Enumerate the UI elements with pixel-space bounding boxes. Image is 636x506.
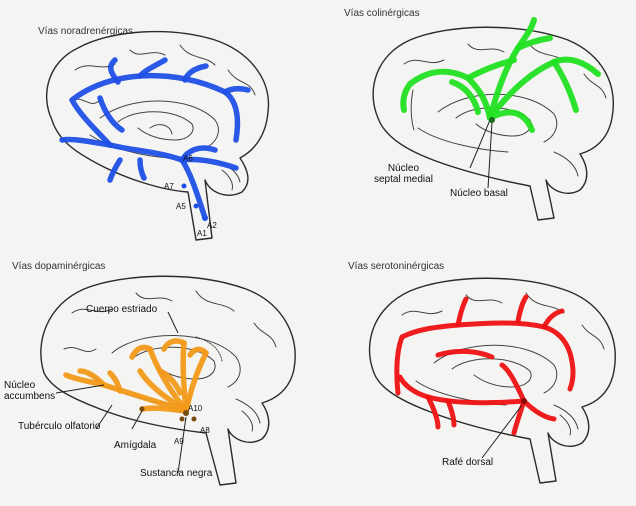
nuclei-dots <box>181 183 208 221</box>
label-nucleo-accumbens: Núcleo accumbens <box>4 380 56 402</box>
label-cuerpo-estriado: Cuerpo estriado <box>86 304 158 315</box>
brain-outline <box>368 277 616 484</box>
label-a5: A5 <box>176 202 186 211</box>
nucleus-a7 <box>181 183 187 189</box>
label-a7: A7 <box>164 182 174 191</box>
panel-dopaminergic: Vías dopaminérgicas Cuerpo estriado Núcl… <box>0 253 318 506</box>
label-rafe-dorsal: Rafé dorsal <box>442 457 494 468</box>
panel-title: Vías serotoninérgicas <box>348 261 445 272</box>
cholinergic-pathways <box>400 17 601 133</box>
brain-outline <box>372 26 614 221</box>
cholinergic-diagram <box>372 17 614 221</box>
panel-title: Vías noradrenérgicas <box>38 26 134 37</box>
label-a6: A6 <box>183 154 193 163</box>
amygdala-dot <box>139 406 145 412</box>
septal-leader-line <box>469 119 491 169</box>
label-a9: A9 <box>174 437 184 446</box>
label-tuberculo-olfatorio: Tubérculo olfatorio <box>18 421 101 432</box>
serotonergic-pathways <box>394 294 576 436</box>
noradrenergic-pathways <box>59 57 251 221</box>
dopaminergic-diagram <box>40 275 296 486</box>
label-a8: A8 <box>200 426 210 435</box>
nucleus-a5 <box>193 203 199 209</box>
panel-title: Vías dopaminérgicas <box>12 261 106 272</box>
label-a2: A2 <box>207 221 217 230</box>
panel-noradrenergic: Vías noradrenérgicas A6 A7 A5 A2 A1 <box>0 0 318 253</box>
serotonergic-diagram <box>368 277 616 484</box>
label-a1: A1 <box>197 229 207 238</box>
leader-lines <box>55 311 187 474</box>
basal-leader-line <box>487 121 493 189</box>
dopaminergic-pathways <box>63 338 209 414</box>
panel-title: Vías colinérgicas <box>344 8 420 19</box>
nuclei-dots <box>139 406 197 422</box>
label-a10: A10 <box>188 404 203 413</box>
nucleus-a8 <box>191 416 197 422</box>
label-septal-medial: Núcleo septal medial <box>374 163 433 185</box>
panel-serotonergic: Vías serotoninérgicas Rafé dorsal <box>318 253 636 506</box>
nucleus-dot <box>489 117 495 123</box>
nucleus-a9 <box>179 416 185 422</box>
label-sustancia-negra: Sustancia negra <box>140 468 213 479</box>
label-nucleo-basal: Núcleo basal <box>450 188 508 199</box>
panel-cholinergic: Vías colinérgicas Núcleo septal medial N… <box>318 0 636 253</box>
nucleus-a10 <box>183 410 189 416</box>
raphe-leader-line <box>481 404 523 459</box>
label-amigdala: Amígdala <box>114 440 157 451</box>
raphe-nucleus-dot <box>521 398 527 404</box>
nucleus-a1 <box>202 215 208 221</box>
noradrenergic-diagram <box>45 30 270 241</box>
